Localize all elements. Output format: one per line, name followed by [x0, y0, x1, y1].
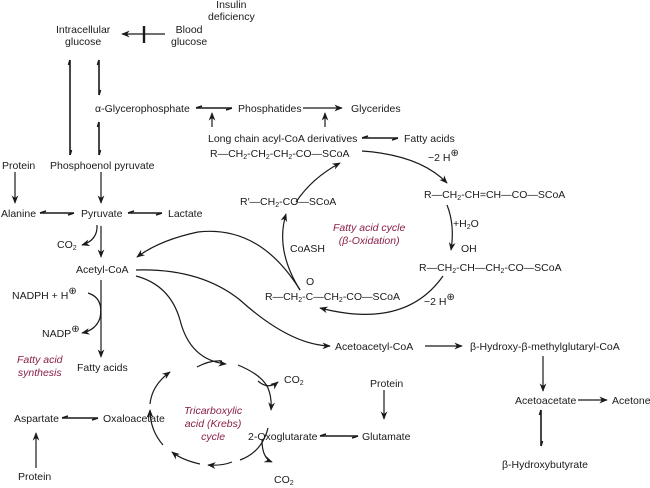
formula-ketoacyl-coa: R—CH2-C—CH2-CO—SCoA [265, 291, 400, 304]
arrow-krebs-to-co2-1 [257, 380, 279, 390]
node-intracellular-glucose: Intracellular glucose [56, 24, 110, 48]
node-glycerides: Glycerides [351, 103, 401, 115]
nadp-text: NADP [42, 328, 72, 340]
node-blood-glucose: Blood glucose [171, 24, 207, 48]
node-2-oxoglutarate: 2-Oxoglutarate [248, 431, 318, 443]
fatty-acid-cycle-text: Fatty acid cycle [333, 222, 406, 234]
label-minus-2h-top: −2 H⊕ [428, 148, 459, 165]
arrow-hydroxy-to-keto [319, 275, 444, 315]
formula-acyl-coa: R—CH2-CH2-CH2-CO—SCoA [210, 148, 350, 161]
node-phosphoenol-pyruvate: Phosphoenol pyruvate [50, 160, 155, 172]
label-keto-o: O [306, 276, 315, 288]
arrow-acetylcoa-to-krebs [135, 275, 227, 367]
arrow-acetylcoa-to-acetoacetylcoa [135, 269, 331, 350]
arrow-pyruvate-to-co2 [81, 224, 98, 246]
insulin-text: Insulin [216, 0, 247, 11]
node-acetyl-coa: Acetyl-CoA [76, 264, 129, 276]
arrow-nadph-to-nadp [81, 292, 102, 335]
node-acetoacetyl-coa: Acetoacetyl-CoA [335, 341, 414, 353]
nadph-text: NADPH + H [12, 290, 69, 302]
node-glutamate: Glutamate [362, 431, 411, 443]
equilibrium-pyruvate-lactate [127, 210, 163, 216]
node-oxaloacetate: Oxaloacetate [103, 413, 165, 425]
node-protein-left: Protein [2, 160, 36, 172]
acid-krebs-text: acid (Krebs) [184, 418, 242, 430]
equilibrium-glucose-to-glycerophosphate [96, 59, 102, 96]
node-acetone: Acetone [612, 395, 650, 407]
node-pyruvate: Pyruvate [81, 208, 123, 220]
blood-text: Blood [175, 24, 203, 36]
minus-2h-text: −2 H [428, 152, 451, 164]
equilibrium-oxoglutarate-glutamate [319, 433, 359, 439]
equilibrium-aspartate-oxaloacetate [61, 415, 99, 421]
minus-2h-text: −2 H [424, 296, 447, 308]
formula-enoyl-coa: R—CH2-CH=CH—CO—SCoA [424, 189, 566, 202]
deficiency-text: deficiency [208, 11, 255, 23]
node-acetoacetate: Acetoacetate [515, 395, 577, 407]
label-minus-2h-bottom: −2 H⊕ [424, 292, 455, 309]
blood-glucose-text: glucose [171, 36, 208, 48]
intracellular-text: Intracellular [56, 24, 111, 36]
label-fatty-acid-synthesis: Fatty acid synthesis [17, 354, 63, 380]
node-long-chain-acyl-coa: Long chain acyl-CoA derivatives [208, 133, 358, 145]
arrow-krebs-to-co2-2 [261, 439, 273, 463]
node-aspartate: Aspartate [14, 413, 59, 425]
equilibrium-glycerophosphate-phosphatides [195, 105, 233, 111]
tricarboxylic-text: Tricarboxylic [184, 405, 243, 417]
node-nadp: NADP⊕ [42, 324, 80, 341]
node-hmg-coa: β-Hydroxy-β-methylglutaryl-CoA [470, 341, 620, 353]
label-insulin-deficiency: Insulin deficiency [208, 0, 255, 23]
formula-short-acyl-coa: R′—CH2-CO—SCoA [240, 196, 337, 209]
krebs-cycle-ring [146, 360, 275, 469]
arrow-enoyl-to-hydroxy [446, 204, 456, 251]
glucose-text: glucose [65, 36, 102, 48]
arrow-keto-to-acetylcoa [136, 230, 301, 291]
node-co2-krebs-1: CO2 [284, 374, 304, 387]
node-lactate: Lactate [168, 208, 203, 220]
node-alanine: Alanine [1, 208, 37, 220]
label-coash: CoASH [290, 243, 326, 255]
cycle-text: cycle [201, 431, 226, 443]
equilibrium-acetoacetate-hydroxybutyrate [538, 409, 544, 447]
label-plus-h2o: +H2O [453, 218, 479, 231]
node-co2-pyruvate: CO2 [57, 239, 77, 252]
equilibrium-glycerophosphate-to-pep [96, 121, 102, 156]
node-protein-mid: Protein [370, 378, 404, 390]
equilibrium-glucose-to-pep [67, 59, 73, 156]
node-co2-krebs-2: CO2 [274, 474, 294, 487]
label-fatty-acid-cycle: Fatty acid cycle (β-Oxidation) [333, 222, 405, 248]
arrow-acyl-to-enoyl [361, 150, 448, 184]
fatty-acid-text: Fatty acid [17, 354, 63, 366]
node-fatty-acids-bottom: Fatty acids [77, 362, 128, 374]
label-krebs-cycle: Tricarboxylic acid (Krebs) cycle [184, 405, 242, 444]
node-fatty-acids-top: Fatty acids [404, 133, 455, 145]
arrow-short-acyl-to-acyl [295, 162, 341, 203]
node-nadph: NADPH + H⊕ [12, 286, 77, 303]
equilibrium-alanine-pyruvate [39, 210, 75, 216]
node-alpha-glycerophosphate: α-Glycerophosphate [95, 103, 190, 115]
label-oh: OH [461, 243, 477, 255]
equilibrium-acyl-fattyacids [361, 135, 399, 141]
node-beta-hydroxybutyrate: β-Hydroxybutyrate [502, 459, 588, 471]
synthesis-text: synthesis [17, 367, 62, 379]
beta-oxidation-text: (β-Oxidation) [338, 235, 400, 247]
node-phosphatides: Phosphatides [238, 103, 302, 115]
node-protein-bottom: Protein [18, 471, 52, 483]
formula-hydroxyacyl-coa: R—CH2-CH—CH2-CO—SCoA [419, 262, 562, 275]
